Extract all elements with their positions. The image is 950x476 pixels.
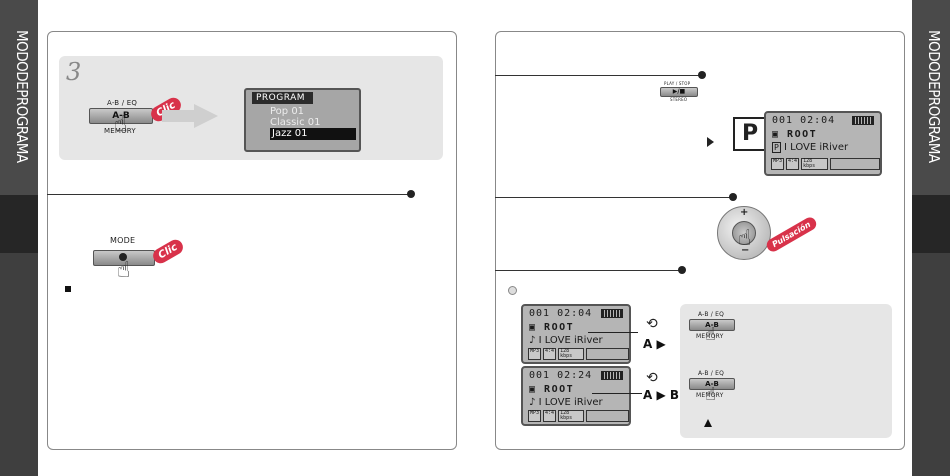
bullet-square-icon <box>65 286 71 292</box>
volume-dial[interactable]: + − <box>717 206 771 260</box>
memory-label: MEMORY <box>104 127 136 135</box>
codec-badge: MP3 <box>528 410 542 422</box>
section-rule <box>495 270 681 271</box>
ratio-badge: 4:4 <box>543 410 557 422</box>
lcd-folder: ▣ ROOT <box>772 129 818 140</box>
lcd-status-row: MP3 4:4 128 kbps <box>528 348 629 360</box>
play-stop-label: PLAY / STOP <box>664 81 691 86</box>
lcd-status-row: MP3 4:4 128 kbps <box>771 158 880 170</box>
lcd-track-time: 001 02:24 <box>529 370 593 381</box>
lcd-folder: ▣ ROOT <box>529 384 575 395</box>
section-dot <box>407 190 415 198</box>
right-arrow-icon <box>162 104 218 128</box>
hand-pointer-icon: ☝ <box>705 384 716 405</box>
ratio-badge: 4:4 <box>786 158 800 170</box>
mode-label: MODE <box>110 236 136 245</box>
mode-button-dot <box>119 253 127 261</box>
repeat-icon: ⟲ <box>646 370 658 386</box>
ab-button[interactable]: A-B <box>689 319 735 331</box>
codec-badge: MP3 <box>771 158 785 170</box>
lcd-title: ♪ I LOVE iRiver <box>529 335 603 346</box>
waveform-icon <box>586 410 629 422</box>
lcd-title: ♪ I LOVE iRiver <box>529 397 603 408</box>
bitrate-badge: 128 kbps <box>558 348 585 360</box>
lcd-screen-program: 001 02:04 ▣ ROOT P I LOVE iRiver MP3 4:4… <box>764 111 882 176</box>
section-dot <box>678 266 686 274</box>
codec-badge: MP3 <box>528 348 542 360</box>
hand-pointer-icon: ☝ <box>738 226 752 251</box>
bitrate-badge: 128 kbps <box>558 410 585 422</box>
program-p-icon: P <box>733 117 767 151</box>
lcd-track-time: 001 02:04 <box>529 308 593 319</box>
dial-center[interactable] <box>732 221 756 245</box>
callout-line <box>592 393 642 394</box>
play-stop-button[interactable]: ▶/■ <box>660 87 698 97</box>
side-title-left: MODODEPROGRAMA <box>13 30 31 163</box>
ab-indicator-a: A ▶ <box>643 337 666 351</box>
memory-label: MEMORY <box>696 333 724 340</box>
ab-button[interactable]: A-B <box>89 108 153 124</box>
lcd-title: P I LOVE iRiver <box>772 142 849 153</box>
lcd-status-row: MP3 4:4 128 kbps <box>528 410 629 422</box>
ab-indicator-ab: A ▶ B <box>643 388 680 402</box>
side-title-right: MODODEPROGRAMA <box>925 30 943 163</box>
memory-label: MEMORY <box>696 392 724 399</box>
battery-icon <box>601 371 623 380</box>
ab-eq-label: A-B / EQ <box>107 99 138 107</box>
dial-minus-icon: − <box>741 245 750 256</box>
hand-pointer-icon: ☝ <box>117 258 131 283</box>
program-item-classic[interactable]: Classic 01 <box>270 117 321 128</box>
battery-icon <box>852 116 874 125</box>
program-p-icon: P <box>772 142 781 153</box>
section-rule <box>495 75 701 76</box>
right-side-strip: MODODEPROGRAMA <box>912 0 950 476</box>
repeat-icon: ⟲ <box>646 316 658 332</box>
ab-eq-label: A-B / EQ <box>698 370 724 377</box>
lcd-screen-a: 001 02:04 ▣ ROOT ♪ I LOVE iRiver MP3 4:4… <box>521 304 631 364</box>
waveform-icon <box>586 348 629 360</box>
battery-icon <box>601 309 623 318</box>
hand-pointer-icon: ☝ <box>114 112 128 137</box>
program-menu-screen: PROGRAM Pop 01 Classic 01 Jazz 01 <box>244 88 361 152</box>
ab-button[interactable]: A-B <box>689 378 735 390</box>
waveform-icon <box>829 158 880 170</box>
callout-line <box>588 332 638 333</box>
section-rule <box>495 197 733 198</box>
dial-plus-icon: + <box>740 207 749 218</box>
program-item-jazz-selected[interactable]: Jazz 01 <box>270 128 356 140</box>
step-number: 3 <box>66 58 82 86</box>
program-item-pop[interactable]: Pop 01 <box>270 106 305 117</box>
program-menu-header: PROGRAM <box>252 92 314 104</box>
ab-eq-label: A-B / EQ <box>698 311 724 318</box>
section-dot <box>698 71 706 79</box>
stereo-label: STEREO <box>670 97 688 102</box>
bitrate-badge: 128 kbps <box>801 158 828 170</box>
bullet-circle-icon <box>508 286 517 295</box>
lcd-screen-b: 001 02:24 ▣ ROOT ♪ I LOVE iRiver MP3 4:4… <box>521 366 631 426</box>
ratio-badge: 4:4 <box>543 348 557 360</box>
section-dot <box>729 193 737 201</box>
left-side-strip: MODODEPROGRAMA <box>0 0 38 476</box>
lcd-folder: ▣ ROOT <box>529 322 575 333</box>
up-triangle-icon <box>704 419 712 427</box>
play-arrow-icon <box>707 137 714 147</box>
section-rule <box>47 194 411 195</box>
hand-pointer-icon: ☝ <box>705 324 716 345</box>
lcd-track-time: 001 02:04 <box>772 115 836 126</box>
